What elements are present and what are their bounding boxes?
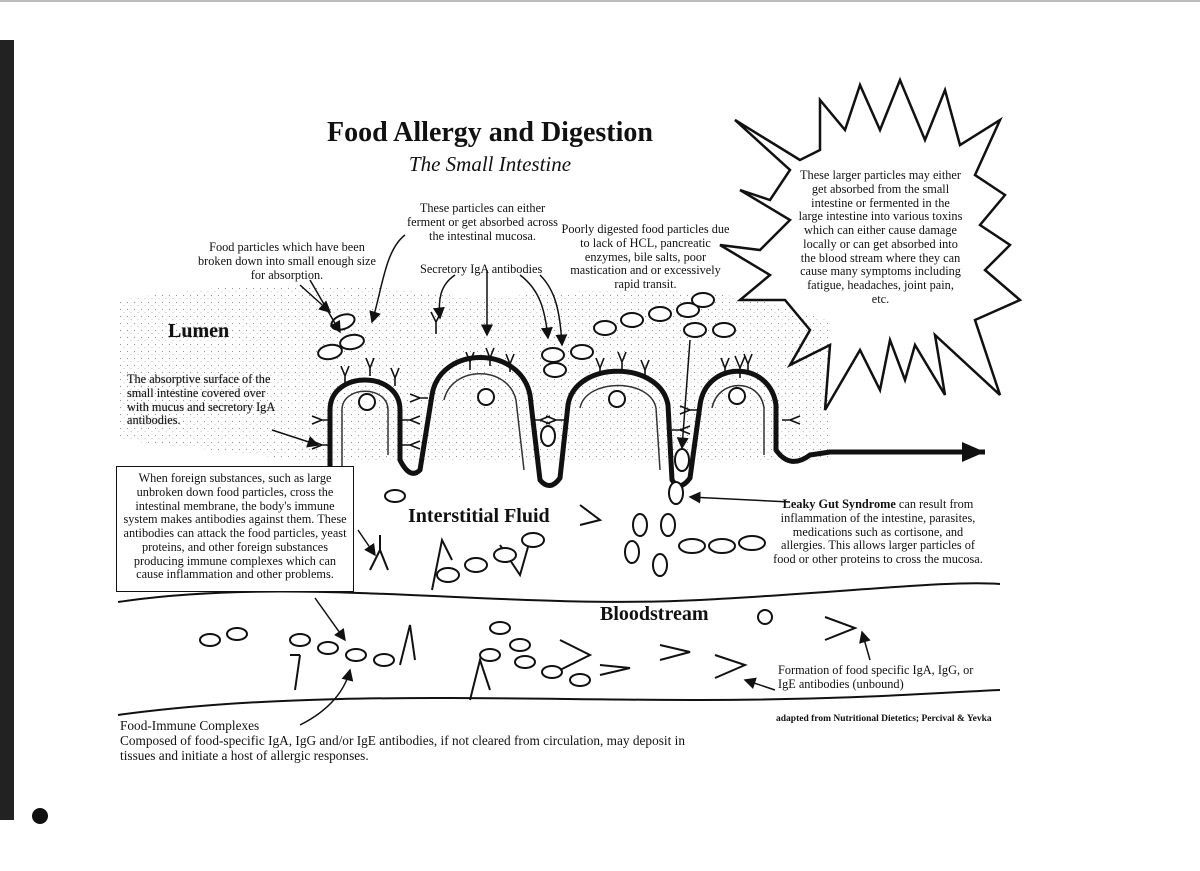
lumen-stipple xyxy=(120,285,830,460)
complexes-title: Food-Immune Complexes xyxy=(120,718,260,733)
region-bloodstream: Bloodstream xyxy=(600,603,709,625)
note-poorly-digested: Poorly digested food particles due to la… xyxy=(561,222,730,292)
note-foreign-substances-box: When foreign substances, such as large u… xyxy=(116,466,354,592)
diagram-title: Food Allergy and Digestion xyxy=(327,117,653,148)
scan-punch-hole xyxy=(32,808,48,824)
note-food-immune-complexes: Food-Immune Complexes Composed of food-s… xyxy=(120,718,720,764)
villus-nuclei xyxy=(358,387,746,411)
villi-inner xyxy=(341,373,765,478)
note-antibody-formation: Formation of food specific IgA, IgG, or … xyxy=(778,663,974,691)
note-larger-particles: These larger particles may either get ab… xyxy=(798,168,963,306)
scan-left-edge xyxy=(0,40,14,820)
leaking-particles xyxy=(384,425,766,577)
wall-arrow xyxy=(962,442,985,462)
note-ferment-or-absorb: These particles can either ferment or ge… xyxy=(407,201,558,243)
complexes-body: Composed of food-specific IgA, IgG and/o… xyxy=(120,732,685,763)
note-broken-down-particles: Food particles which have been broken do… xyxy=(198,240,376,282)
leaky-gut-title: Leaky Gut Syndrome xyxy=(782,497,896,511)
region-lumen: Lumen xyxy=(168,320,230,342)
leaky-gut-body: can result from inflammation of the inte… xyxy=(773,497,983,567)
region-interstitial-fluid: Interstitial Fluid xyxy=(408,505,550,527)
blood-vessel-bottom xyxy=(117,689,1001,716)
bloodstream-elements xyxy=(199,609,858,701)
note-secretory-iga: Secretory IgA antibodies xyxy=(420,262,543,276)
diagram-subtitle: The Small Intestine xyxy=(408,152,572,176)
interstitial-complexes xyxy=(369,504,603,591)
source-credit: adapted from Nutritional Dietetics; Perc… xyxy=(776,714,992,724)
note-foreign-substances: When foreign substances, such as large u… xyxy=(123,471,347,582)
surface-antibodies xyxy=(311,311,801,450)
villi-wall xyxy=(327,355,985,488)
starburst-callout xyxy=(719,76,1023,411)
lumen-food-particles xyxy=(317,292,736,378)
note-leaky-gut: Leaky Gut Syndrome can result from infla… xyxy=(772,497,984,567)
pointer-arrows xyxy=(271,234,871,726)
note-absorptive-surface: The absorptive surface of the small inte… xyxy=(127,372,275,428)
